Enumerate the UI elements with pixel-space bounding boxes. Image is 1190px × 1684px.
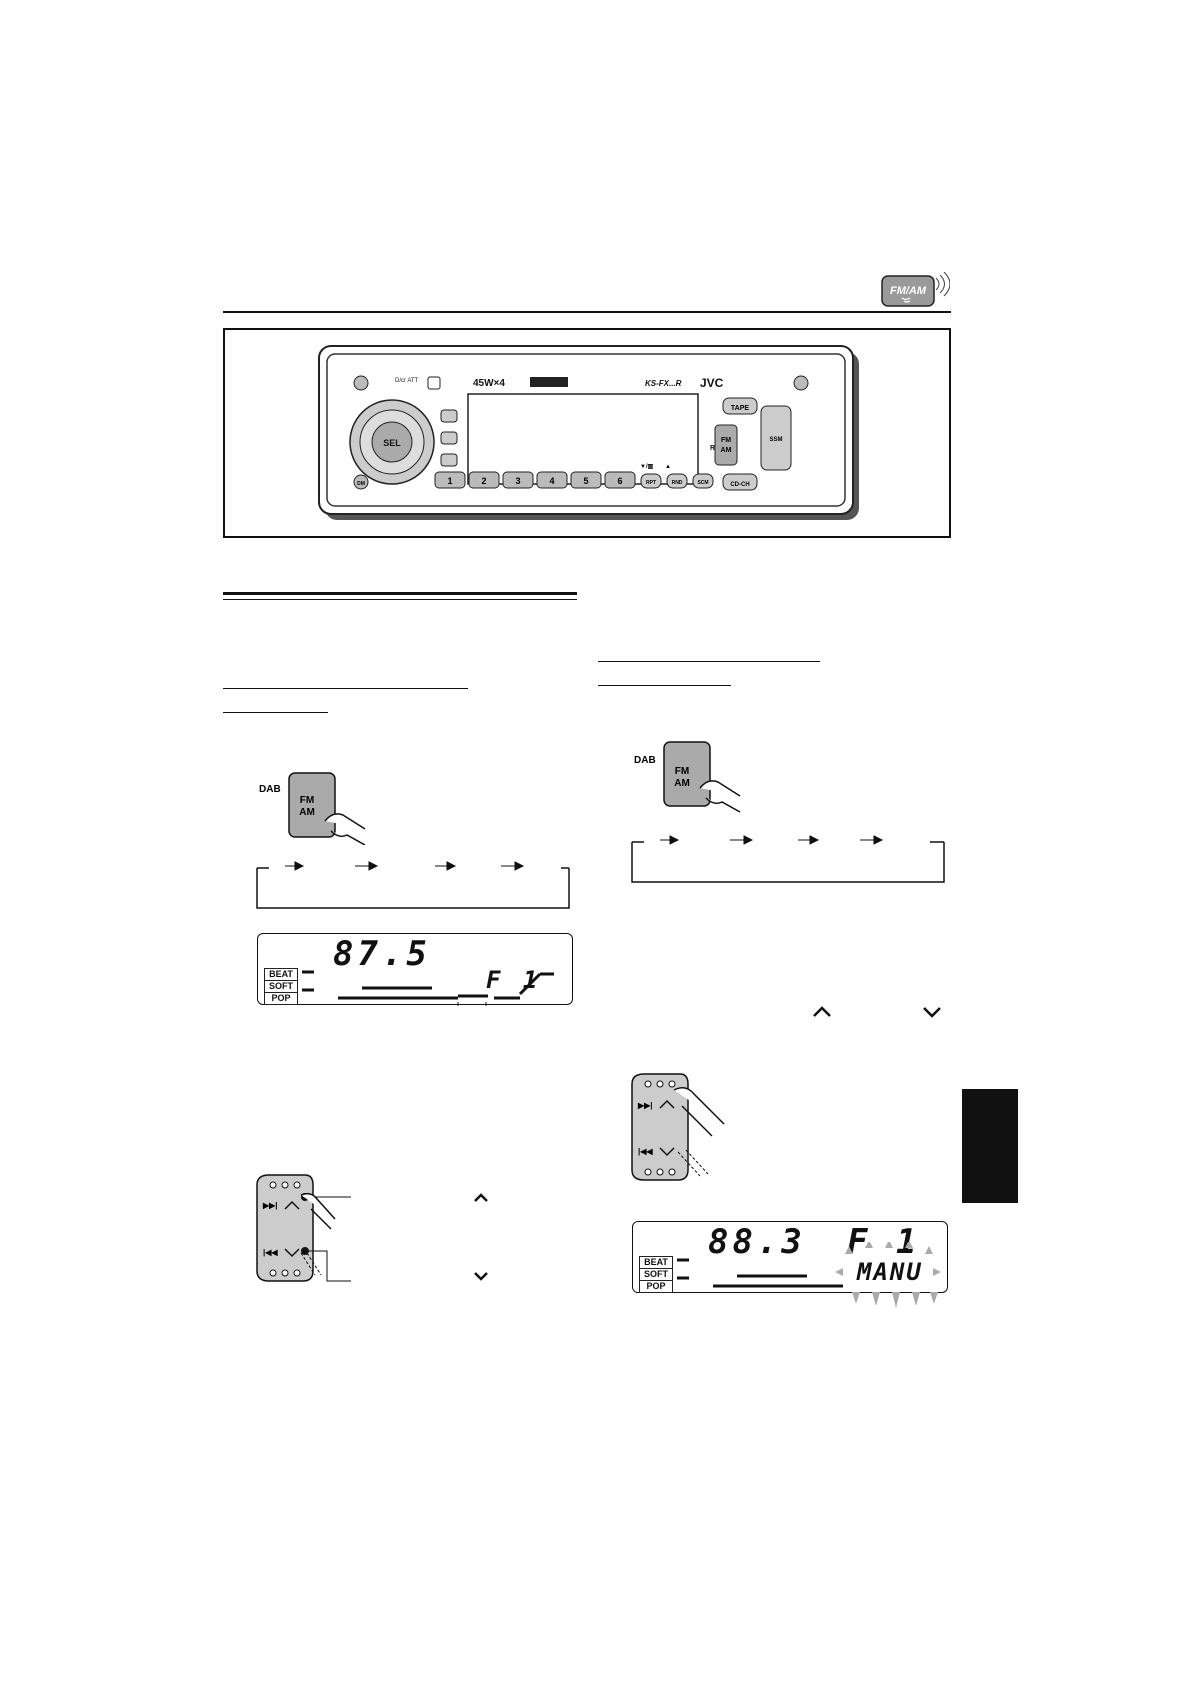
chevron-down-icon [923, 1007, 941, 1018]
svg-text:FM: FM [300, 795, 314, 806]
display-window [467, 393, 699, 485]
radio-unit-panel: D/cr ATT SEL 45W×4 KS-FX...R JVC R·D·S T… [223, 328, 951, 538]
svg-text:SCM: SCM [697, 480, 708, 486]
left-band-cycle-diagram [255, 858, 575, 910]
svg-text:▼/▥: ▼/▥ [640, 464, 654, 470]
chevron-down-icon [659, 1147, 675, 1157]
svg-text:AM: AM [721, 447, 732, 454]
sel-label: SEL [383, 438, 401, 448]
right-tuning-keypad: ▶▶| |◀◀ [630, 1072, 750, 1182]
svg-text:AM: AM [674, 778, 690, 789]
sound-mode-badge: BEAT SOFT POP [639, 1256, 673, 1293]
power-label: 45W×4 [473, 378, 505, 389]
header-rule [223, 311, 951, 313]
left-step-rule-1 [223, 688, 468, 689]
chevron-up-icon [284, 1200, 300, 1210]
fm-am-button[interactable] [663, 741, 711, 807]
left-heading-rule-thin [223, 599, 577, 600]
fm-am-button[interactable] [714, 424, 738, 466]
prev-icon: |◀◀ [263, 1248, 278, 1257]
finger-icon [324, 813, 366, 846]
tuning-rocker[interactable] [760, 405, 792, 471]
chevron-down-icon [284, 1248, 300, 1258]
sel-knob[interactable] [371, 421, 413, 463]
scm-button[interactable] [692, 473, 714, 489]
preset-3: 3 [515, 476, 520, 486]
chevron-up-icon [813, 1006, 831, 1017]
right-lcd-display: 88.3 F 1 MANU BEAT SOFT POP [632, 1221, 948, 1293]
right-chevron-row [810, 1000, 950, 1022]
svg-text:|◀◀: |◀◀ [638, 1147, 653, 1156]
eject-button[interactable] [793, 375, 809, 391]
sound-mode-badge: BEAT SOFT POP [264, 968, 298, 1005]
preset-6: 6 [617, 476, 622, 486]
band-indicator: F 1 [486, 966, 542, 994]
chevron-down-icon [474, 1272, 488, 1281]
left-step-rule-2 [223, 712, 328, 713]
left-lcd-display: 87.5 F 1 BEAT SOFT POP [257, 933, 573, 1006]
next-icon: ▶▶| [262, 1201, 278, 1210]
frequency-readout: 88.3 [708, 1222, 806, 1262]
finger-icon [699, 780, 741, 813]
model-label: KS-FX...R [645, 379, 682, 388]
car-radio-faceplate: D/cr ATT SEL 45W×4 KS-FX...R JVC R·D·S T… [318, 345, 859, 520]
fm-am-header-icon: FM/AM [880, 271, 951, 307]
svg-text:SSM: SSM [769, 437, 782, 443]
jvc-logo: JVC [700, 376, 724, 390]
svg-text:FM: FM [675, 766, 689, 777]
tuning-rocker[interactable] [256, 1174, 314, 1282]
cd-ch-button[interactable] [722, 473, 758, 491]
svg-text:TAPE: TAPE [731, 405, 749, 412]
frequency-readout: 87.5 [333, 934, 431, 974]
manual-mode-indicator: MANU [857, 1258, 923, 1286]
svg-text:FM: FM [721, 437, 731, 444]
tape-button[interactable] [722, 397, 758, 415]
svg-text:RPT: RPT [646, 480, 656, 486]
dab-label: DAB [634, 755, 656, 766]
svg-text:AM: AM [299, 807, 315, 818]
chevron-up-icon [474, 1193, 488, 1202]
radio-waves-icon [935, 271, 951, 297]
preset-2: 2 [481, 476, 486, 486]
left-tuning-keypad: ▶▶| |◀◀ [255, 1173, 525, 1293]
fm-am-header-label: FM/AM [890, 285, 927, 297]
rpt-button[interactable] [640, 473, 662, 489]
right-step-rule-2 [598, 685, 731, 686]
svg-text:DM: DM [357, 481, 365, 487]
right-fm-am-illustration: DAB FM AM [630, 738, 750, 818]
dab-label: DAB [259, 784, 281, 795]
preset-1: 1 [447, 476, 452, 486]
right-band-cycle-diagram [630, 832, 950, 884]
tuning-rocker[interactable] [631, 1073, 689, 1181]
section-tab [962, 1089, 1018, 1203]
preset-4: 4 [549, 476, 554, 486]
left-heading-rule [223, 592, 577, 595]
left-fm-am-illustration: DAB FM AM [255, 765, 375, 846]
band-indicator: F 1 [847, 1222, 921, 1262]
svg-text:▶▶|: ▶▶| [637, 1101, 653, 1110]
att-label: D/cr ATT [395, 378, 419, 384]
finger-icon [300, 1192, 336, 1230]
right-step-rule-1 [598, 661, 820, 662]
preset-5: 5 [583, 476, 588, 486]
flashing-rays-icon [835, 1242, 941, 1276]
svg-text:CD-CH: CD-CH [730, 482, 749, 488]
fm-am-button[interactable] [288, 772, 336, 838]
svg-text:RND: RND [672, 480, 683, 486]
preset-buttons[interactable]: 1 2 3 4 5 6 [434, 471, 636, 489]
svg-text:▲: ▲ [665, 464, 671, 470]
finger-icon [673, 1087, 725, 1137]
flashing-rays-bottom-icon [852, 1292, 938, 1308]
chevron-up-icon [659, 1099, 675, 1109]
rnd-button[interactable] [666, 473, 688, 489]
